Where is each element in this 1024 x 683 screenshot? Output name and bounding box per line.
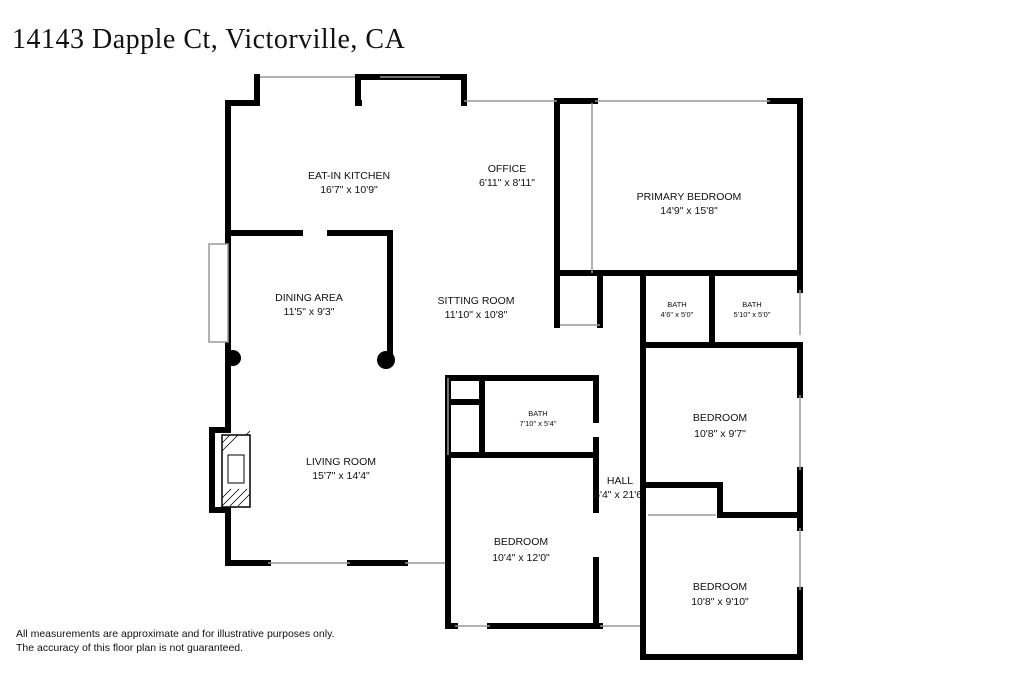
fireplace (221, 430, 251, 508)
disclaimer: All measurements are approximate and for… (16, 627, 334, 655)
room-dims: 16'7" x 10'9" (320, 184, 378, 196)
wall-kitchen-north-mid (355, 74, 362, 106)
room-name: BATH (528, 409, 547, 418)
room-name: OFFICE (488, 163, 527, 175)
room-dims: 11'5" x 9'3" (284, 306, 335, 318)
room-dims: 7'10" x 5'4" (520, 419, 557, 428)
room-name: DINING AREA (275, 292, 343, 304)
room-dims: 15'7" x 14'4" (312, 470, 370, 482)
room-labels: EAT-IN KITCHEN 16'7" x 10'9" OFFICE 6'11… (275, 163, 771, 608)
wall-kitchen-north-east (357, 74, 467, 106)
disclaimer-line-2: The accuracy of this floor plan is not g… (16, 642, 244, 654)
wall-kitchen-west (225, 74, 260, 241)
room-name: BEDROOM (693, 412, 747, 424)
room-dims: 10'8" x 9'10" (691, 596, 749, 608)
fireplace-firebox (227, 454, 245, 484)
room-name: BEDROOM (494, 536, 548, 548)
room-dims: 10'8" x 9'7" (694, 428, 746, 440)
wall-west-living (209, 355, 271, 566)
wall-closet (554, 270, 603, 328)
room-name: LIVING ROOM (306, 456, 376, 468)
column-center (377, 351, 395, 369)
room-name: HALL (607, 475, 633, 487)
column-west (225, 350, 241, 366)
disclaimer-line-1: All measurements are approximate and for… (16, 628, 335, 640)
room-dims: 11'10" x 10'8" (445, 309, 508, 321)
room-name: EAT-IN KITCHEN (308, 170, 390, 182)
room-dims: 6'11" x 8'11" (479, 177, 535, 189)
room-name: BATH (667, 300, 686, 309)
wall-center-bedroom-south (445, 577, 458, 629)
room-dims: 4'6" x 5'0" (661, 310, 694, 319)
room-dims: 6'4" x 21'6" (594, 489, 646, 501)
room-name: SITTING ROOM (438, 295, 515, 307)
wall-bath-east (640, 270, 803, 348)
room-dims: 14'9" x 15'8" (660, 205, 718, 217)
window-dining-west (208, 243, 229, 343)
wall-dining-partition-2 (327, 230, 393, 363)
room-name: BEDROOM (693, 581, 747, 593)
property-address-title: 14143 Dapple Ct, Victorville, CA (12, 24, 406, 55)
thin-lines (208, 76, 801, 627)
room-name: PRIMARY BEDROOM (637, 191, 742, 203)
room-name: BATH (742, 300, 761, 309)
room-dims: 10'4" x 12'0" (492, 552, 550, 564)
wall-center-bath-south (445, 437, 599, 458)
wall-bedroom-closet (640, 482, 803, 518)
wall-bedroom-south-east (640, 512, 803, 660)
wall-center-bath (445, 375, 599, 423)
room-dims: 5'10" x 5'0" (734, 310, 771, 319)
